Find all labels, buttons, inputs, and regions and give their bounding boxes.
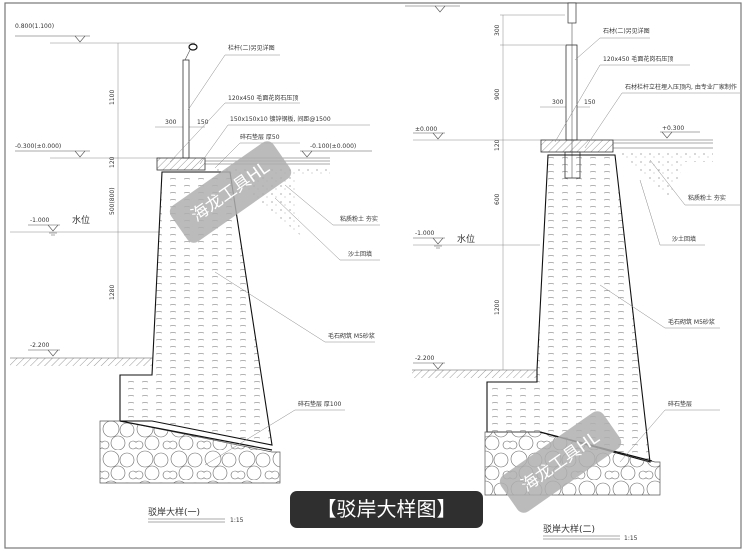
note: 碎石垫层 bbox=[668, 400, 692, 408]
elevation-water: -1.000 bbox=[415, 230, 435, 237]
note: 石材(二)另见详图 bbox=[603, 27, 650, 35]
note: 沙土回填 bbox=[348, 250, 372, 258]
note: 120x450 毛面花岗石压顶 bbox=[603, 55, 673, 63]
detail-2-title: 驳岸大样(二) bbox=[543, 523, 595, 535]
dim-cap-width: 300 bbox=[165, 119, 177, 126]
coping-stone bbox=[156, 157, 206, 171]
note: 毛石砌筑 M5砂浆 bbox=[328, 332, 375, 340]
masonry-wall bbox=[486, 154, 651, 463]
dim-upper: 600 bbox=[494, 193, 501, 205]
note: 毛石砌筑 M5砂浆 bbox=[668, 318, 715, 326]
detail-2-scale: 1:15 bbox=[624, 535, 638, 542]
note: 碎石垫层 厚100 bbox=[298, 400, 342, 408]
dim-top: 300 bbox=[494, 24, 501, 36]
note: 粘质粉土 夯实 bbox=[688, 194, 726, 202]
drawing-title-banner: 【驳岸大样图】 bbox=[290, 491, 483, 528]
elevation-cap: -0.300(±0.000) bbox=[15, 143, 61, 150]
dim-cap-width: 300 bbox=[552, 99, 564, 106]
elevation-bottom: -2.200 bbox=[415, 355, 435, 362]
detail-1: 0.800(1.100) -0.300(±0.000) -0.100(±0.00… bbox=[10, 23, 380, 524]
drawing-frame bbox=[4, 2, 742, 549]
detail-2: ±0.000 +0.300 -1.000 水位 -2.200 300 900 1… bbox=[405, 2, 740, 542]
note: 栏杆(二)另见详图 bbox=[228, 44, 275, 52]
elevation-cap: ±0.000 bbox=[415, 126, 437, 133]
water-level-label: 水位 bbox=[72, 214, 90, 226]
dim-cap-right: 150 bbox=[584, 99, 596, 106]
elevation-top: 0.800(1.100) bbox=[15, 23, 54, 30]
note: 150x150x10 镀锌钢板, 间距@1500 bbox=[230, 115, 331, 123]
railing-top-icon bbox=[188, 43, 198, 51]
coping-stone bbox=[540, 139, 614, 153]
dim-cap-height: 120 bbox=[494, 139, 501, 151]
note: 粘质粉土 夯实 bbox=[340, 215, 378, 223]
note: 石材栏杆立柱埋入压顶内, 由专业厂家制作 bbox=[625, 83, 737, 91]
elevation-ground: -0.100(±0.000) bbox=[310, 143, 356, 150]
dim-rail: 1100 bbox=[109, 90, 116, 105]
dim-lower: 1200 bbox=[494, 300, 501, 315]
note: 120x450 毛面花岗石压顶 bbox=[228, 94, 298, 102]
dim-cap-height: 120 bbox=[109, 156, 116, 168]
dim-rail: 900 bbox=[494, 88, 501, 100]
dim-cap-right: 150 bbox=[197, 119, 209, 126]
note: 碎石垫层 厚50 bbox=[240, 133, 280, 141]
elevation-water: -1.000 bbox=[30, 217, 50, 224]
stone-post bbox=[565, 44, 578, 141]
dim-upper: 500(800) bbox=[109, 187, 116, 215]
elevation-ground: +0.300 bbox=[662, 125, 684, 132]
elevation-bottom: -2.200 bbox=[30, 342, 50, 349]
note: 沙土回填 bbox=[672, 235, 696, 243]
railing-post bbox=[182, 59, 190, 159]
detail-1-title: 驳岸大样(一) bbox=[148, 506, 200, 518]
detail-1-scale: 1:15 bbox=[230, 517, 244, 524]
dim-lower: 1280 bbox=[109, 285, 116, 300]
masonry-wall bbox=[119, 171, 273, 446]
water-level-label: 水位 bbox=[457, 233, 475, 245]
